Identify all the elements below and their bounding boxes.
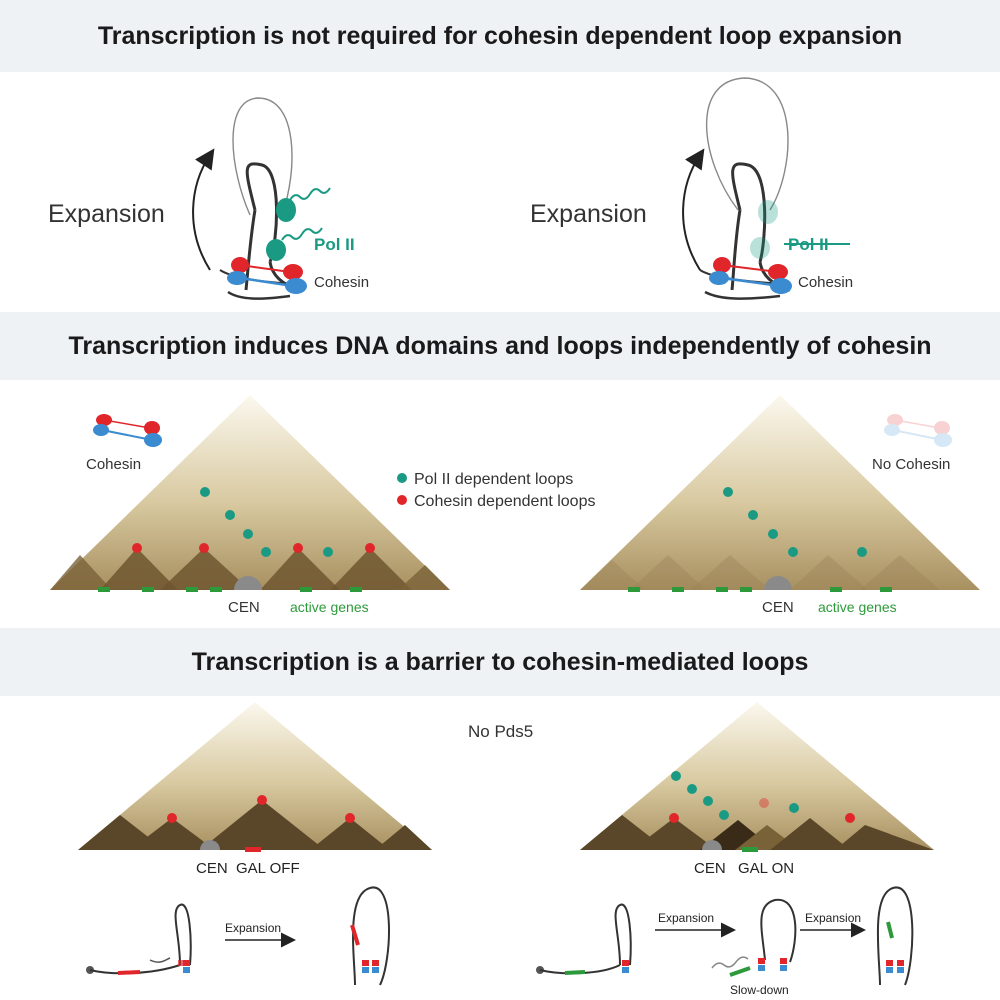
- bottom-left-loops: Expansion: [86, 886, 390, 986]
- pol2-label: Pol II: [314, 235, 355, 254]
- pol2-faded: [758, 200, 778, 224]
- panel3-left: CEN GAL OFF: [78, 702, 432, 877]
- rna-strand: [289, 187, 331, 201]
- expansion-label: Expansion: [530, 200, 647, 228]
- cohesin-red: [713, 257, 731, 273]
- gene-mark: [210, 587, 222, 592]
- panel2-right: No Cohesin CEN active genes: [580, 395, 980, 616]
- expansion-arrow: [192, 148, 215, 271]
- section-title-2: Transcription induces DNA domains and lo…: [0, 312, 1000, 380]
- pol2-loop-dot: [857, 547, 867, 557]
- pol2-loop-dot: [225, 510, 235, 520]
- panel2-left: Cohesin CEN active genes: [50, 395, 450, 616]
- expansion-label: Expansion: [805, 911, 861, 925]
- pol2-loop-dot: [788, 547, 798, 557]
- active-genes-label: active genes: [818, 599, 897, 615]
- pol2-loop-dot: [261, 547, 271, 557]
- contact-triangle: [78, 702, 432, 850]
- cohesin-blue: [770, 278, 792, 294]
- pol2-loop-dot: [323, 547, 333, 557]
- cohesin-red: [768, 264, 788, 280]
- gene-mark: [300, 587, 312, 592]
- cohesin-loop-dot: [199, 543, 209, 553]
- section-title-1: Transcription is not required for cohesi…: [0, 0, 1000, 72]
- cen-label: CEN: [762, 599, 794, 616]
- slow-down-label: Slow-down: [730, 983, 789, 997]
- pol2-faded: [750, 237, 770, 259]
- cohesin-icon-faded: [884, 414, 952, 447]
- cohesin-loop-dot: [293, 543, 303, 553]
- centromere: [200, 840, 220, 850]
- pol2-circle: [266, 239, 286, 261]
- pol2-circle: [276, 198, 296, 222]
- outer-loop: [232, 97, 293, 216]
- panel3-right: CEN GAL ON: [580, 702, 934, 877]
- cohesin-label: Cohesin: [86, 456, 141, 473]
- legend-pol2-dot: [397, 473, 407, 483]
- cohesin-blue: [709, 271, 729, 285]
- cen-label: CEN: [196, 860, 228, 877]
- section-title-3: Transcription is a barrier to cohesin-me…: [0, 628, 1000, 696]
- rna-strand: [281, 227, 323, 241]
- cen-label: CEN: [694, 860, 726, 877]
- pol2-loop-dot: [768, 529, 778, 539]
- cohesin-label: Cohesin: [314, 274, 369, 291]
- contact-triangle: [580, 395, 980, 590]
- pol2-loop-dot: [243, 529, 253, 539]
- bottom-right-loops: Expansion Slow-down Expansion: [536, 886, 914, 997]
- cohesin-red: [231, 257, 249, 273]
- cohesin-loop-dot: [365, 543, 375, 553]
- legend-cohesin-dot: [397, 495, 407, 505]
- active-genes-label: active genes: [290, 599, 369, 615]
- panel1-right: Expansion Pol II Cohesin: [530, 77, 853, 300]
- legend-pol2-label: Pol II dependent loops: [414, 471, 573, 488]
- contact-triangle: [580, 702, 934, 850]
- loop-legend: Pol II dependent loops Cohesin dependent…: [397, 471, 595, 510]
- pol2-loop-dot: [200, 487, 210, 497]
- pol2-loop-dot: [748, 510, 758, 520]
- cohesin-loop-dot: [132, 543, 142, 553]
- cen-label: CEN: [228, 599, 260, 616]
- cohesin-blue: [285, 278, 307, 294]
- cohesin-label: Cohesin: [798, 274, 853, 291]
- cohesin-red: [283, 264, 303, 280]
- expansion-label: Expansion: [48, 200, 165, 228]
- gene-mark: [350, 587, 362, 592]
- pol2-loop-dot: [723, 487, 733, 497]
- legend-cohesin-label: Cohesin dependent loops: [414, 493, 595, 510]
- expansion-label: Expansion: [225, 921, 281, 935]
- contact-triangle: [50, 395, 450, 590]
- no-pds5-label: No Pds5: [468, 722, 533, 741]
- centromere: [764, 576, 792, 590]
- no-cohesin-label: No Cohesin: [872, 456, 950, 473]
- gene-mark: [98, 587, 110, 592]
- gene-mark: [142, 587, 154, 592]
- cohesin-blue: [227, 271, 247, 285]
- panel1-left: Expansion Pol II Cohesin: [48, 97, 369, 300]
- centromere: [234, 576, 262, 590]
- outer-loop: [706, 77, 789, 211]
- cohesin-icon: [96, 414, 112, 426]
- gene-mark: [186, 587, 198, 592]
- gal-on-label: GAL ON: [738, 860, 794, 877]
- expansion-label: Expansion: [658, 911, 714, 925]
- expansion-arrow: [682, 148, 705, 271]
- gal-off-label: GAL OFF: [236, 860, 300, 877]
